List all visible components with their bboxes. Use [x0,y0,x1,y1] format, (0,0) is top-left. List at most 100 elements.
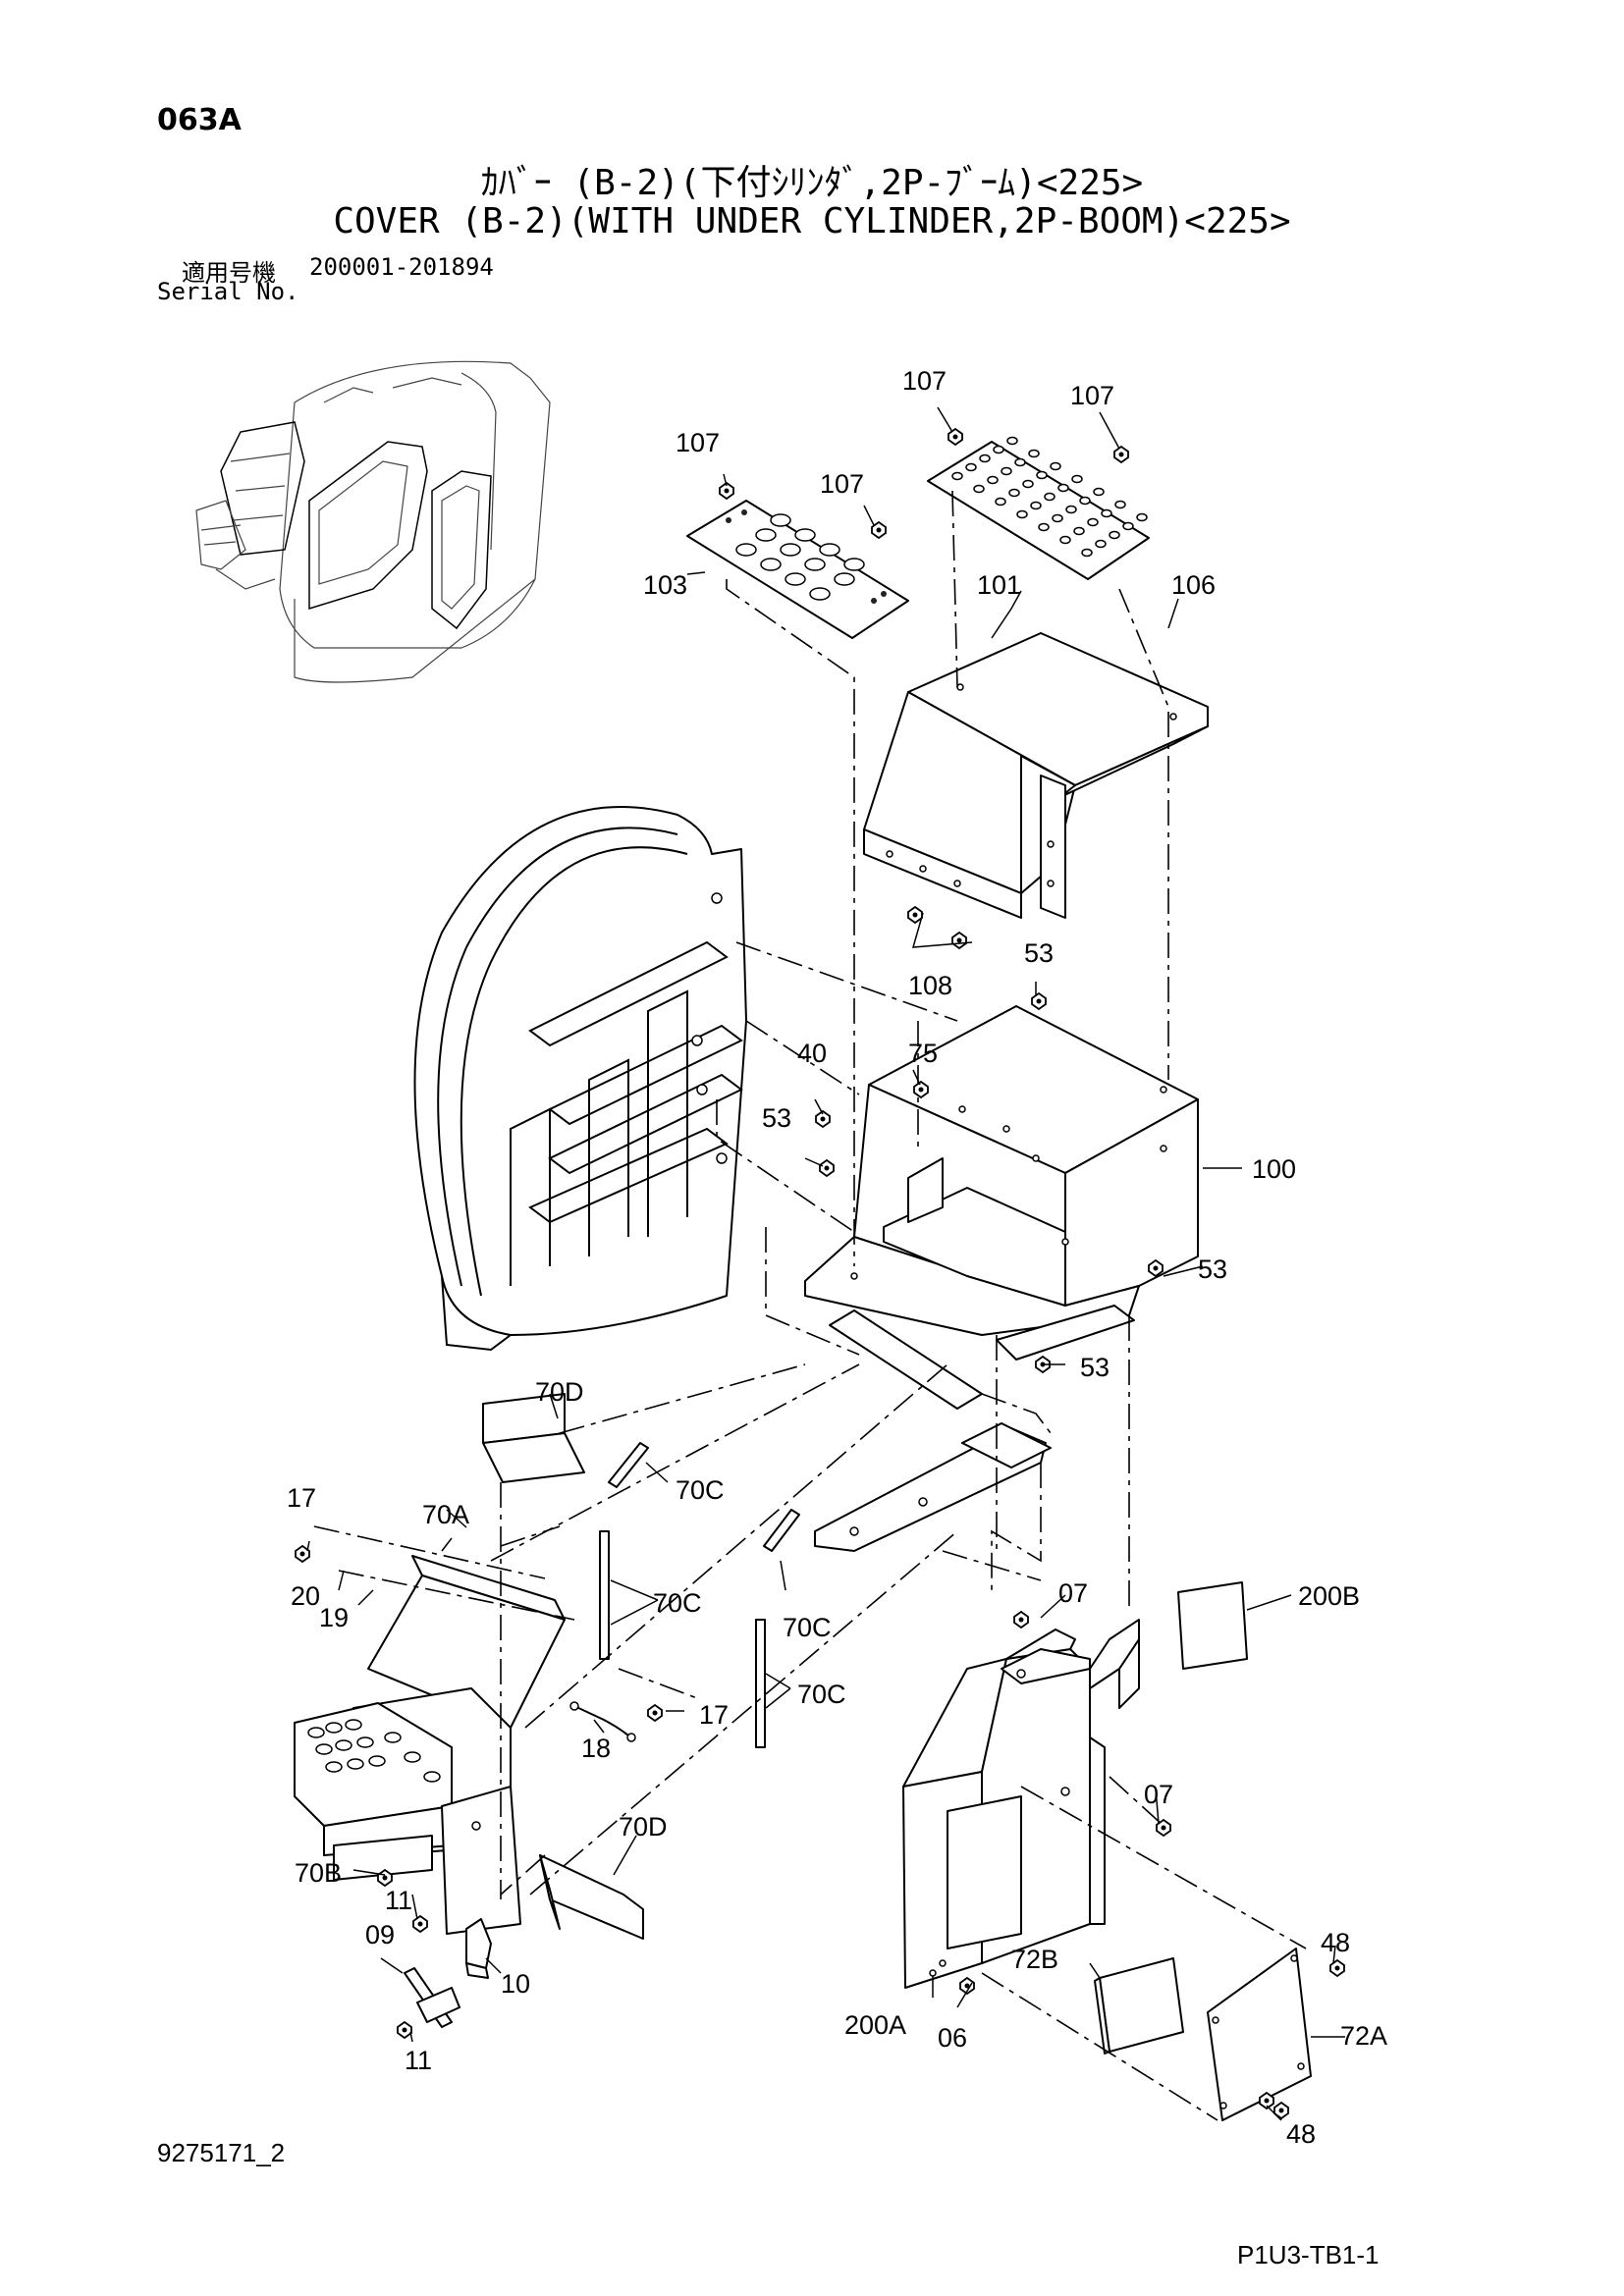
callout-07: 07 [1058,1578,1088,1608]
part-200B-pad [1177,1581,1248,1670]
part-200A-cover [902,1619,1140,1989]
perforation-hole [995,497,1006,507]
perforation-hole [1065,505,1077,514]
serial-range: 200001-201894 [309,253,494,281]
callout-11: 11 [385,1886,412,1915]
perforation-hole [1008,488,1020,498]
machine-overview-illustration [195,360,551,683]
perforation-hole [1001,466,1012,476]
part-70D-foam-bottom [539,1854,644,1940]
callout-101: 101 [977,570,1021,600]
part-10-bracket [465,1918,492,1979]
perforation-hole [1101,508,1112,518]
callout-20: 20 [291,1581,320,1611]
callout-07: 07 [1144,1780,1173,1809]
bolt-icon [1148,1258,1164,1278]
perforation-hole [965,462,977,472]
title-japanese: ｶﾊﾞｰ (B-2)(下付ｼﾘﾝﾀﾞ,2P-ﾌﾞｰﾑ)<225> [480,163,1144,203]
page-code: 063A [157,103,242,137]
perforation-hole [973,484,985,494]
callout-40: 40 [797,1039,827,1068]
serial-label-english: Serial No. [157,278,299,305]
callout-53: 53 [1024,938,1054,968]
perforation-hole [1038,522,1050,532]
bolt-icon [959,1976,975,1996]
part-103-step-plate [686,500,909,639]
callout-53: 53 [1080,1353,1110,1382]
perforation-hole [1095,539,1107,549]
perforation-hole [1073,526,1085,536]
callout-107: 107 [1070,381,1114,410]
perforation-hole [1079,496,1091,506]
callout-75: 75 [908,1039,938,1068]
perforation-hole [1016,509,1028,519]
perforation-hole [1059,535,1071,545]
perforation-hole [1022,479,1034,489]
perforation-hole [1087,517,1099,527]
perforation-hole [1030,501,1042,510]
callout-70C: 70C [797,1680,846,1709]
bolt-icon [1273,2101,1289,2120]
perforation-hole [1028,449,1040,458]
perforation-hole [951,471,963,481]
bolt-icon [1031,991,1047,1011]
callout-19: 19 [319,1603,349,1632]
callout-10: 10 [501,1969,530,1999]
callout-53: 53 [762,1103,791,1133]
part-70A-battery-cover [294,1555,566,1935]
perforation-hole [1109,530,1120,540]
callout-18: 18 [581,1734,611,1763]
bolt-icon [951,931,967,950]
perforation-hole [1052,513,1063,523]
bottom-bracket [814,1305,1135,1552]
callout-53: 53 [1198,1255,1227,1284]
document-number: 9275171_2 [157,2138,286,2167]
callout-200A: 200A [844,2010,906,2040]
bolt-icon [377,1868,393,1888]
left-cab-frame [413,806,747,1352]
bolt-icon [907,905,923,925]
part-72A-plate [1207,1948,1312,2121]
perforation-hole [979,454,991,463]
part-70D-foam-top [482,1393,585,1483]
page-reference: P1U3-TB1-1 [1237,2240,1380,2269]
perforation-hole [1014,457,1026,467]
bolt-icon [412,1914,428,1934]
perforation-hole [1081,548,1093,558]
perforated-step-plate [927,436,1150,580]
part-70C-strips [599,1442,800,1748]
perforation-hole [993,445,1004,454]
callout-200B: 200B [1298,1581,1360,1611]
perforation-hole [1050,461,1061,471]
callout-70C: 70C [783,1613,832,1642]
perforation-hole [1044,492,1056,502]
part-101-cover [863,632,1209,919]
perforation-hole [1057,483,1069,493]
callout-17: 17 [287,1483,316,1513]
perforation-hole [1122,521,1134,531]
perforation-hole [1114,500,1126,509]
callout-70D: 70D [619,1812,668,1842]
callout-17: 17 [699,1700,729,1730]
callout-100: 100 [1252,1154,1296,1184]
callout-70C: 70C [676,1475,725,1505]
bolt-icon [1113,445,1129,464]
part-100-cover [804,1005,1199,1336]
bolt-icon [1035,1355,1051,1374]
bolt-icon [913,1080,929,1099]
bolt-icon [647,1703,663,1723]
callout-72B: 72B [1011,1945,1058,1974]
perforation-hole [1006,436,1018,446]
assembly-phantom-lines [313,490,1307,2121]
part-72B-pad [1094,1957,1184,2055]
callout-70B: 70B [295,1858,342,1888]
perforation-hole [987,475,999,485]
callout-70D: 70D [535,1377,584,1407]
title-english: COVER (B-2)(WITH UNDER CYLINDER,2P-BOOM)… [333,201,1291,241]
callout-70C: 70C [653,1588,702,1618]
perforation-hole [1071,474,1083,484]
callout-11: 11 [405,2046,432,2075]
callout-70A: 70A [422,1500,469,1529]
bolt-icon [819,1158,835,1178]
